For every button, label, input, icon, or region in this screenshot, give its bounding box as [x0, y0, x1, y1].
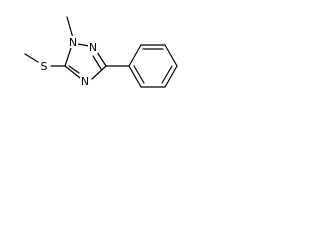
bond-s-methyl: [24, 53, 39, 63]
phenyl-bond-3: [164, 44, 178, 67]
bonds: [24, 16, 178, 88]
atom-n4: N: [81, 75, 89, 88]
bond-c3-n4: [91, 65, 107, 80]
bond-n1-methyl: [66, 16, 74, 39]
bond-n1-n2: [77, 43, 90, 47]
phenyl-double-2: [161, 65, 173, 84]
atom-s: S: [41, 60, 48, 73]
molecule-structure: N N N S: [24, 16, 178, 88]
phenyl-double-3: [133, 65, 145, 84]
atom-labels: N N N S: [39, 36, 98, 88]
atom-n1: N: [69, 36, 77, 49]
bond-n2-c3: [96, 51, 107, 67]
bond-n2-c3-double: [92, 55, 102, 70]
bond-n1-c5: [64, 47, 72, 67]
atom-n2: N: [89, 41, 97, 54]
phenyl-bond-4: [164, 65, 178, 88]
structure-canvas: N N N S: [0, 0, 197, 139]
bond-n4-c5-double: [68, 65, 80, 74]
phenyl-bond-6: [128, 65, 142, 88]
bond-n4-c5: [64, 65, 81, 79]
phenyl-bond-1: [128, 44, 142, 67]
